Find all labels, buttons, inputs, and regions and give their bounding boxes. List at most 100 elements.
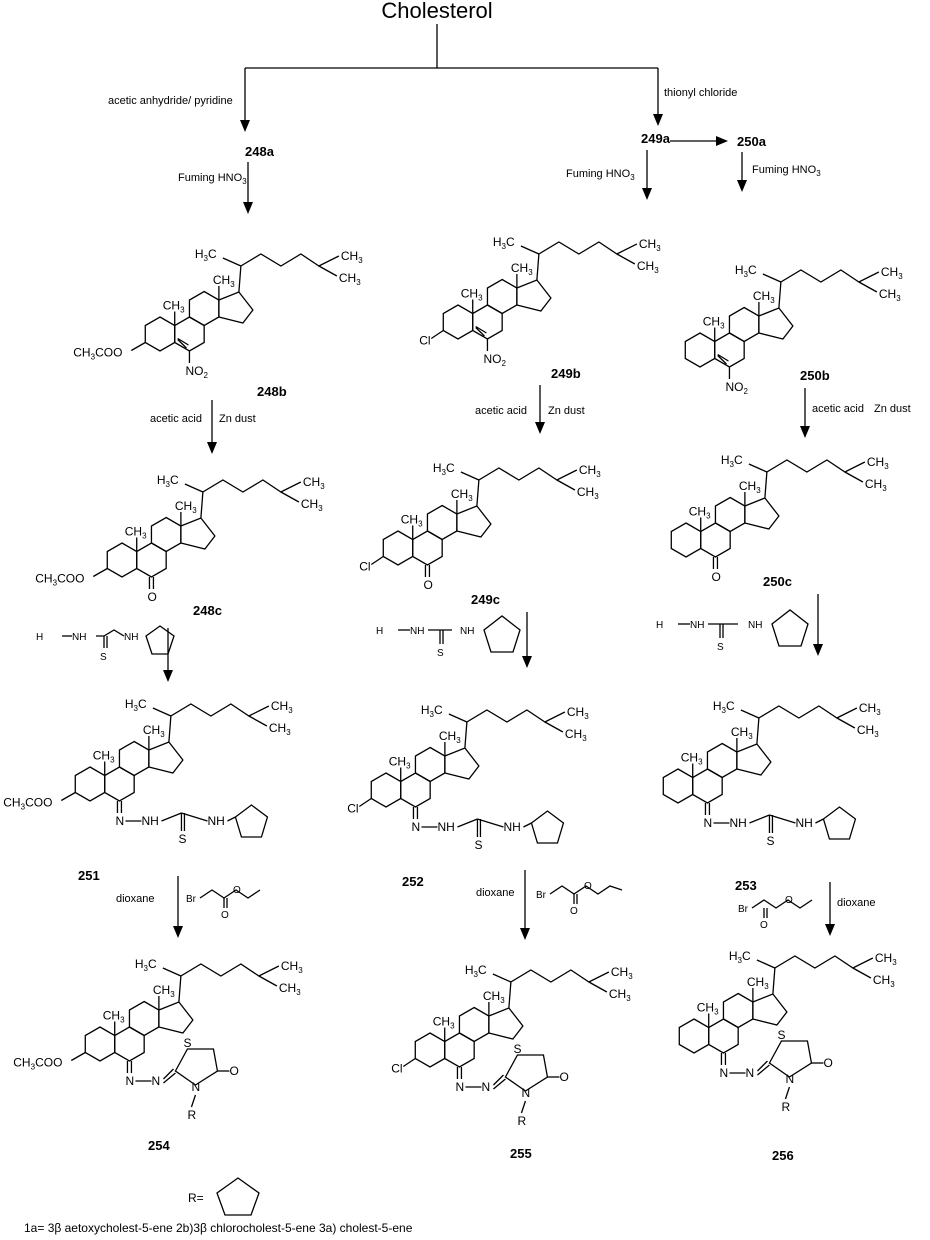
reagent-dioxane-253: dioxane — [837, 897, 876, 909]
compound-256: 256 — [772, 1148, 794, 1163]
compound-251: 251 — [78, 868, 100, 883]
svg-text:S: S — [717, 642, 724, 653]
acetoxy-group: CH3COO — [13, 1056, 62, 1072]
reagent-zn-250: Zn dust — [874, 403, 911, 415]
imine-nitrogen: N — [115, 814, 124, 828]
compound-248c: 248c — [193, 603, 222, 618]
compound-249c: 249c — [471, 592, 500, 607]
methyl-c20: H3C — [735, 263, 757, 279]
nitro-group: NO2 — [483, 352, 506, 368]
methyl-c26: CH3 — [859, 701, 881, 717]
svg-text:O: O — [785, 895, 793, 906]
svg-text:NH: NH — [72, 632, 86, 643]
svg-text:S: S — [100, 652, 107, 663]
methyl-c26: CH3 — [579, 463, 601, 479]
arrow-head-250b — [737, 180, 747, 192]
hydrazone-nh: NH — [437, 820, 454, 834]
methyl-c20: H3C — [135, 957, 157, 973]
thiazolidinone-sulfur: S — [777, 1028, 785, 1042]
svg-text:O: O — [221, 910, 229, 921]
methyl-c13: CH3 — [753, 289, 775, 305]
azine-nitrogen: N — [151, 1074, 160, 1088]
methyl-c26: CH3 — [567, 705, 589, 721]
arrow-head-254 — [173, 926, 183, 938]
reagent-hno3-250: Fuming HNO3 — [752, 164, 821, 178]
methyl-c20: H3C — [125, 697, 147, 713]
methyl-c13: CH3 — [747, 975, 769, 991]
ethyl-bromoacetate-251: Br O O — [186, 885, 261, 921]
branch-lines — [244, 24, 659, 128]
compound-248a: 248a — [245, 144, 275, 159]
acetoxy-group: CH3COO — [3, 796, 52, 812]
thiosemicarbazide-248: H NH S NH — [36, 625, 175, 663]
reagent-zn-249: Zn dust — [548, 405, 585, 417]
methyl-c10: CH3 — [401, 513, 423, 529]
thiazolidinone-oxygen: O — [559, 1070, 568, 1084]
reagent-acetic-anhydride: acetic anhydride/ pyridine — [108, 95, 233, 107]
scheme-title: Cholesterol — [381, 0, 492, 23]
azine-nitrogen: N — [745, 1066, 754, 1080]
thiazolidinone-sulfur: S — [513, 1042, 521, 1056]
reagent-acetic-acid-250: acetic acid — [812, 403, 864, 415]
methyl-c27: CH3 — [873, 973, 895, 989]
methyl-c20: H3C — [433, 461, 455, 477]
compound-250c: 250c — [763, 574, 792, 589]
svg-text:S: S — [437, 648, 444, 659]
ethyl-bromoacetate-252: Br O O — [536, 881, 623, 917]
r-group: R — [517, 1114, 526, 1128]
imine-nitrogen: N — [455, 1080, 464, 1094]
svg-text:H: H — [376, 626, 383, 637]
compound-253: 253 — [735, 878, 757, 893]
methyl-c26: CH3 — [881, 265, 903, 281]
arrow-head-250c — [800, 426, 810, 438]
methyl-c20: H3C — [421, 703, 443, 719]
compound-248b: 248b — [257, 384, 287, 399]
thiazolidinone-nitrogen: N — [521, 1086, 530, 1100]
acetoxy-group: CH3COO — [73, 346, 122, 362]
methyl-c27: CH3 — [609, 987, 631, 1003]
methyl-c10: CH3 — [389, 755, 411, 771]
thiazolidinone-nitrogen: N — [191, 1080, 200, 1094]
arrow-head-252 — [522, 656, 532, 668]
reagent-zn-248: Zn dust — [219, 413, 256, 425]
methyl-c27: CH3 — [865, 477, 887, 493]
cyclopentyl-ring — [216, 1177, 260, 1216]
methyl-c10: CH3 — [461, 287, 483, 303]
amide-nh: NH — [503, 820, 520, 834]
svg-text:H: H — [36, 632, 43, 643]
compound-250a: 250a — [737, 134, 767, 149]
methyl-c10: CH3 — [681, 751, 703, 767]
hydrazone-nh: NH — [141, 814, 158, 828]
compound-252: 252 — [402, 874, 424, 889]
svg-text:H: H — [656, 620, 663, 631]
methyl-c27: CH3 — [339, 271, 361, 287]
thiosemicarbazide-250: H NH S NH — [656, 609, 809, 653]
arrow-head-248a — [240, 120, 250, 132]
r-group: R — [781, 1100, 790, 1114]
svg-text:NH: NH — [690, 620, 704, 631]
compound-249a: 249a — [641, 131, 671, 146]
chloro-group: Cl — [391, 1062, 402, 1076]
thiazolidinone-oxygen: O — [823, 1056, 832, 1070]
hydrazone-nh: NH — [729, 816, 746, 830]
arrow-head-249b — [642, 188, 652, 200]
nitro-group: NO2 — [185, 364, 208, 380]
methyl-c13: CH3 — [153, 983, 175, 999]
chloro-group: Cl — [359, 560, 370, 574]
methyl-c20: H3C — [721, 453, 743, 469]
thione-sulfur: S — [178, 832, 186, 846]
reagent-acetic-acid-249: acetic acid — [475, 405, 527, 417]
methyl-c10: CH3 — [163, 299, 185, 315]
svg-text:NH: NH — [410, 626, 424, 637]
methyl-c13: CH3 — [439, 729, 461, 745]
imine-nitrogen: N — [125, 1074, 134, 1088]
